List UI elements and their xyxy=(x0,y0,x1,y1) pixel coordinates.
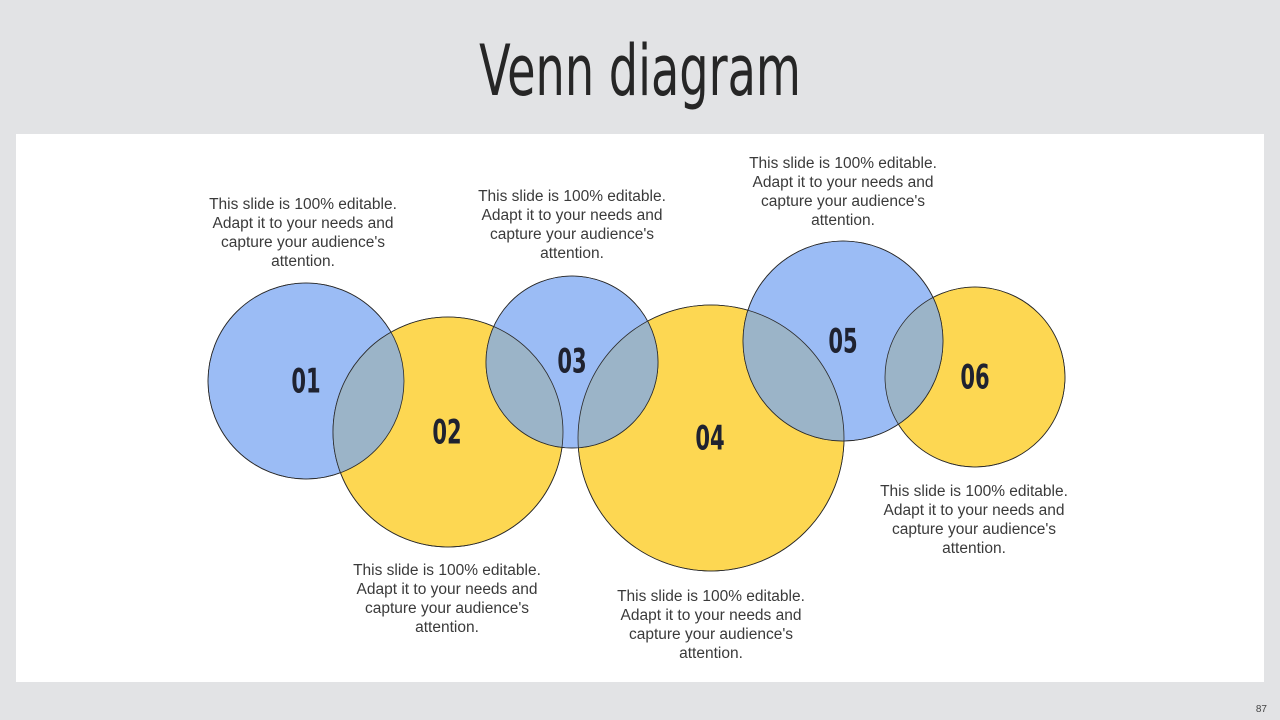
caption-04: This slide is 100% editable. Adapt it to… xyxy=(617,588,805,662)
circle-outlines xyxy=(207,240,1066,572)
caption-01: This slide is 100% editable. Adapt it to… xyxy=(209,196,397,270)
page-number: 87 xyxy=(1255,704,1267,715)
circle-number-03: 03 xyxy=(557,341,586,381)
circle-number-05: 05 xyxy=(828,321,857,361)
caption-03: This slide is 100% editable. Adapt it to… xyxy=(478,188,666,262)
circle-number-01: 01 xyxy=(291,361,320,401)
circle-number-06: 06 xyxy=(960,357,989,397)
circle-number-02: 02 xyxy=(432,412,461,452)
overlap-01-02 xyxy=(333,317,404,479)
overlap-03-02 xyxy=(486,317,563,448)
overlap-03-04 xyxy=(578,305,658,448)
overlap-05-04 xyxy=(743,305,844,441)
caption-02: This slide is 100% editable. Adapt it to… xyxy=(353,562,541,636)
caption-05: This slide is 100% editable. Adapt it to… xyxy=(749,155,937,229)
slide-title: Venn diagram xyxy=(479,30,801,112)
circle-number-04: 04 xyxy=(695,418,724,458)
caption-06: This slide is 100% editable. Adapt it to… xyxy=(880,483,1068,557)
